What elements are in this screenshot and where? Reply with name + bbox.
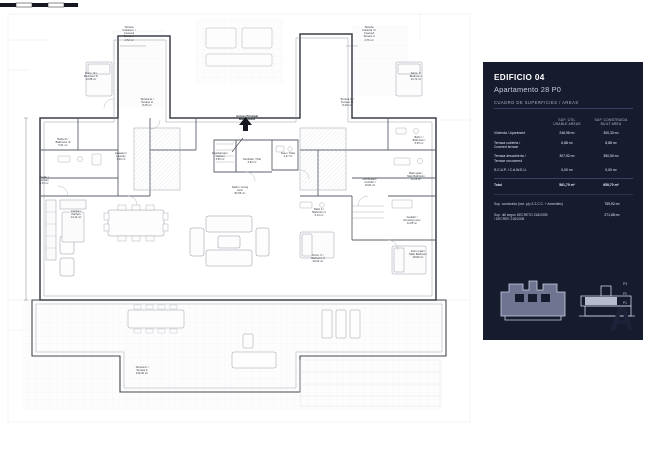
row-built: 0,00 m² bbox=[605, 167, 617, 172]
watermark-logo: A bbox=[609, 300, 634, 338]
plan-vector bbox=[7, 13, 471, 423]
title-divider bbox=[494, 108, 633, 109]
row-built: 300,33 m² bbox=[603, 131, 619, 136]
floor-level-p3[interactable]: P3 bbox=[623, 282, 627, 286]
areas-table-caption: CUADRO DE SUPERFICIES / AREAS bbox=[494, 100, 579, 105]
site-plan-key bbox=[500, 280, 566, 321]
table-row-total: Total 561,79 m² 659,70 m² bbox=[494, 178, 633, 187]
table-row: S.C.U.P. / C.A.W.E.U. 0,00 m² 0,00 m² bbox=[494, 168, 633, 172]
row-built: 350,50 m² bbox=[603, 154, 619, 159]
total-usable: 561,79 m² bbox=[559, 183, 575, 188]
table-row: Vivienda / Apartment 246,98 m² 300,33 m² bbox=[494, 131, 633, 135]
row-usable: 307,92 m² bbox=[559, 154, 575, 159]
row-built: 8,88 m² bbox=[605, 140, 617, 145]
scale-bar bbox=[0, 2, 78, 8]
row-usable: 246,98 m² bbox=[559, 131, 575, 136]
table-row: Terraza descubierta /Terrace uncovered 3… bbox=[494, 154, 633, 163]
extra-label: Sup. construida (Incl. p/p Z.Z.C.C. + Am… bbox=[494, 201, 563, 206]
extra-row-decree: Sup. útil según DECRETO 218/2005/ DECREE… bbox=[494, 213, 633, 222]
areas-info-panel: EDIFICIO 04 Apartamento 28 P0 CUADRO DE … bbox=[483, 62, 643, 340]
floor-level-p0[interactable]: P0 bbox=[623, 310, 627, 315]
extra-value: 759,92 m² bbox=[604, 201, 620, 206]
floor-level-p2[interactable]: P2 bbox=[623, 291, 627, 296]
floor-level-list: P3 P2 P1 P0 bbox=[621, 280, 633, 318]
row-label: S.C.U.P. / C.A.W.E.U. bbox=[494, 167, 527, 172]
extras-divider bbox=[494, 193, 633, 195]
extra-label: Sup. útil según DECRETO 218/2005/ DECREE… bbox=[494, 213, 548, 222]
elevation-key bbox=[579, 285, 635, 317]
row-label: Terraza cubierta /Covered terrace bbox=[494, 140, 521, 150]
row-label: Terraza descubierta /Terrace uncovered bbox=[494, 154, 526, 163]
total-built: 659,70 m² bbox=[603, 183, 619, 188]
main-access-label: Acceso Principal Main Access bbox=[236, 115, 258, 122]
row-usable: 6,88 m² bbox=[561, 140, 573, 145]
main-access-arrow bbox=[231, 117, 252, 153]
total-label: Total bbox=[494, 183, 502, 188]
apartment-title: Apartamento 28 P0 bbox=[494, 85, 562, 94]
building-title: EDIFICIO 04 bbox=[494, 73, 545, 82]
floor-level-p1[interactable]: P1 bbox=[623, 301, 627, 305]
floor-locator-diagrams: P3 P2 P1 P0 A bbox=[493, 270, 635, 336]
extra-row-built-total: Sup. construida (Incl. p/p Z.Z.C.C. + Am… bbox=[494, 202, 633, 206]
row-label: Vivienda / Apartment bbox=[494, 131, 526, 136]
row-usable: 0,00 m² bbox=[561, 167, 573, 172]
extra-value: 271,68 m² bbox=[604, 213, 620, 218]
table-row: Terraza cubierta /Covered terrace 6,88 m… bbox=[494, 141, 633, 150]
